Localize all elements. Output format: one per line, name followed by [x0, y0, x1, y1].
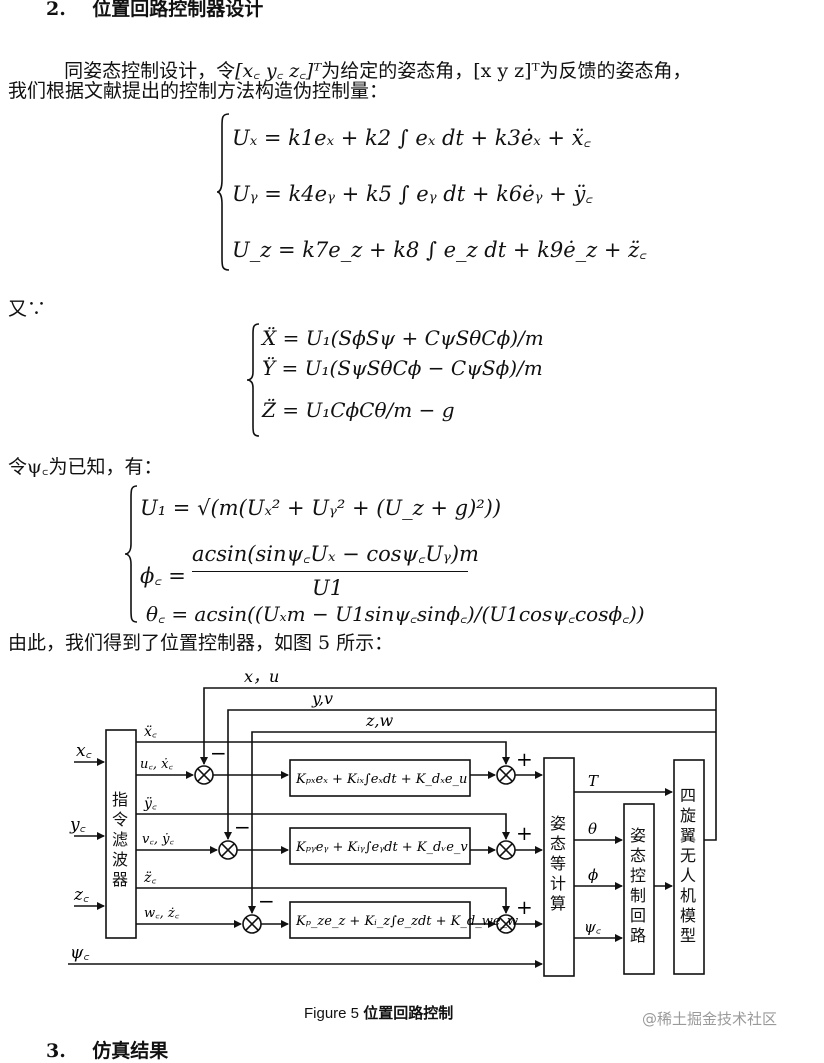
- watermark: @稀土掘金技术社区: [642, 1010, 778, 1028]
- pid-input-y: v꜀, ẏ꜀: [142, 832, 174, 847]
- calc-out-psic: ψ꜀: [584, 918, 602, 936]
- desired-vector: [x꜀ y꜀ z꜀]ᵀ: [235, 60, 322, 82]
- eq-zdd: Z̈ = U₁CϕCθ/m − g: [262, 398, 455, 422]
- brace-1: [216, 112, 230, 272]
- pid-block-y: [289, 827, 471, 865]
- eq-xdd: Ẍ = U₁(SϕSψ + CψSθCϕ)/m: [262, 326, 544, 350]
- since-text: 又∵: [8, 298, 47, 320]
- text-suffix: 为反馈的姿态角，: [539, 60, 692, 82]
- text-mid: 为给定的姿态角，: [321, 60, 474, 82]
- paragraph-line2: 我们根据文献提出的控制方法构造伪控制量：: [8, 80, 389, 102]
- eq-phi-fraction-bar: [192, 571, 468, 572]
- filter-block-label: 指令滤波器: [112, 790, 129, 889]
- minus-sign-y: −: [234, 815, 251, 839]
- eq-phi-lhs: ϕ꜀ =: [140, 564, 186, 588]
- calc-block-label: 姿态等计算: [550, 814, 567, 913]
- input-label-yc: y꜀: [69, 815, 86, 835]
- let-psi-text: 令ψ꜀为已知，有：: [8, 456, 163, 478]
- filter-out-xdd: ẍ꜀: [144, 724, 157, 740]
- position-controller-diagram: x，u y,v z,w x꜀ y꜀ z꜀ ψ꜀ ẍ꜀ ÿ꜀ z̈꜀ u꜀, ẋ꜀…: [68, 667, 717, 977]
- minus-sign-z: −: [258, 889, 275, 913]
- figure-caption-text: 位置回路控制: [363, 1004, 454, 1022]
- text-prefix: 同姿态控制设计，令: [64, 60, 236, 82]
- pid-text-y: Kₚᵧeᵧ + Kᵢᵧ∫eᵧdt + K_dᵥe_v: [295, 840, 468, 855]
- pid-block-z: [289, 901, 471, 939]
- input-label-psic: ψ꜀: [70, 943, 89, 963]
- filter-out-zdd: z̈꜀: [143, 870, 156, 886]
- calc-out-theta: θ: [588, 820, 597, 838]
- figure-caption: Figure 5 位置回路控制: [304, 1002, 453, 1023]
- pid-text-z: Kₚ_ze_z + Kᵢ_z∫e_zdt + K_d_we_w: [295, 914, 518, 929]
- eq-uz: U_z = k7e_z + k8 ∫ e_z dt + k9ė_z + z̈꜀: [232, 238, 647, 262]
- eq-ydd: Ÿ = U₁(SψSθCϕ − CψSϕ)/m: [262, 356, 543, 380]
- feedback-label-y: y,v: [311, 689, 333, 708]
- paragraph-line1: 同姿态控制设计，令[x꜀ y꜀ z꜀]ᵀ为给定的姿态角，[x y z]ᵀ为反馈的…: [52, 34, 692, 83]
- pid-block-x: [289, 759, 471, 797]
- calc-out-phi: ϕ: [588, 866, 598, 884]
- minus-sign-x: −: [210, 741, 227, 765]
- conclusion-text: 由此，我们得到了位置控制器，如图 5 所示：: [8, 632, 394, 654]
- calc-out-t: T: [588, 772, 599, 790]
- plus-sign-x: +: [516, 747, 533, 771]
- eq-ux: Uₓ = k1eₓ + k2 ∫ eₓ dt + k3ėₓ + ẍ꜀: [232, 126, 591, 150]
- brace-3: [124, 484, 138, 624]
- eq-uy: Uᵧ = k4eᵧ + k5 ∫ eᵧ dt + k6ėᵧ + ÿ꜀: [232, 182, 593, 206]
- eq-theta: θ꜀ = acsin((Uₓm − U1sinψ꜀sinϕ꜀)/(U1cosψ꜀…: [146, 602, 645, 626]
- section-3-heading: 3. 仿真结果: [46, 1040, 169, 1062]
- model-block-label: 四旋翼无人机模型: [680, 786, 697, 945]
- attitude-block-label: 姿态控制回路: [630, 826, 647, 945]
- plus-sign-y: +: [516, 821, 533, 845]
- eq-u1: U₁ = √(m(Uₓ² + Uᵧ² + (U_z + g)²)): [140, 496, 502, 520]
- section-2-heading: 2. 位置回路控制器设计: [46, 0, 264, 20]
- command-filter-block: [105, 729, 137, 939]
- pid-input-x: u꜀, ẋ꜀: [140, 757, 173, 772]
- figure-caption-prefix: Figure 5: [304, 1005, 364, 1022]
- pid-text-x: Kₚₓeₓ + Kᵢₓ∫eₓdt + K_dₓe_u: [295, 772, 467, 787]
- pid-input-z: w꜀, ż꜀: [144, 906, 180, 921]
- eq-phi-numerator: acsin(sinψ꜀Uₓ − cosψ꜀Uᵧ)m: [192, 542, 479, 566]
- input-label-xc: x꜀: [76, 741, 92, 761]
- quadrotor-model-block: [673, 759, 705, 975]
- feedback-label-x: x，u: [244, 667, 279, 686]
- attitude-control-block: [623, 803, 655, 975]
- plus-sign-z: +: [516, 895, 533, 919]
- input-label-zc: z꜀: [73, 885, 89, 905]
- filter-out-ydd: ÿ꜀: [143, 796, 157, 812]
- feedback-vector: [x y z]ᵀ: [473, 60, 540, 82]
- brace-2: [246, 322, 260, 438]
- attitude-calc-block: [543, 757, 575, 977]
- feedback-label-z: z,w: [365, 711, 394, 730]
- eq-phi-denominator: U1: [312, 576, 344, 600]
